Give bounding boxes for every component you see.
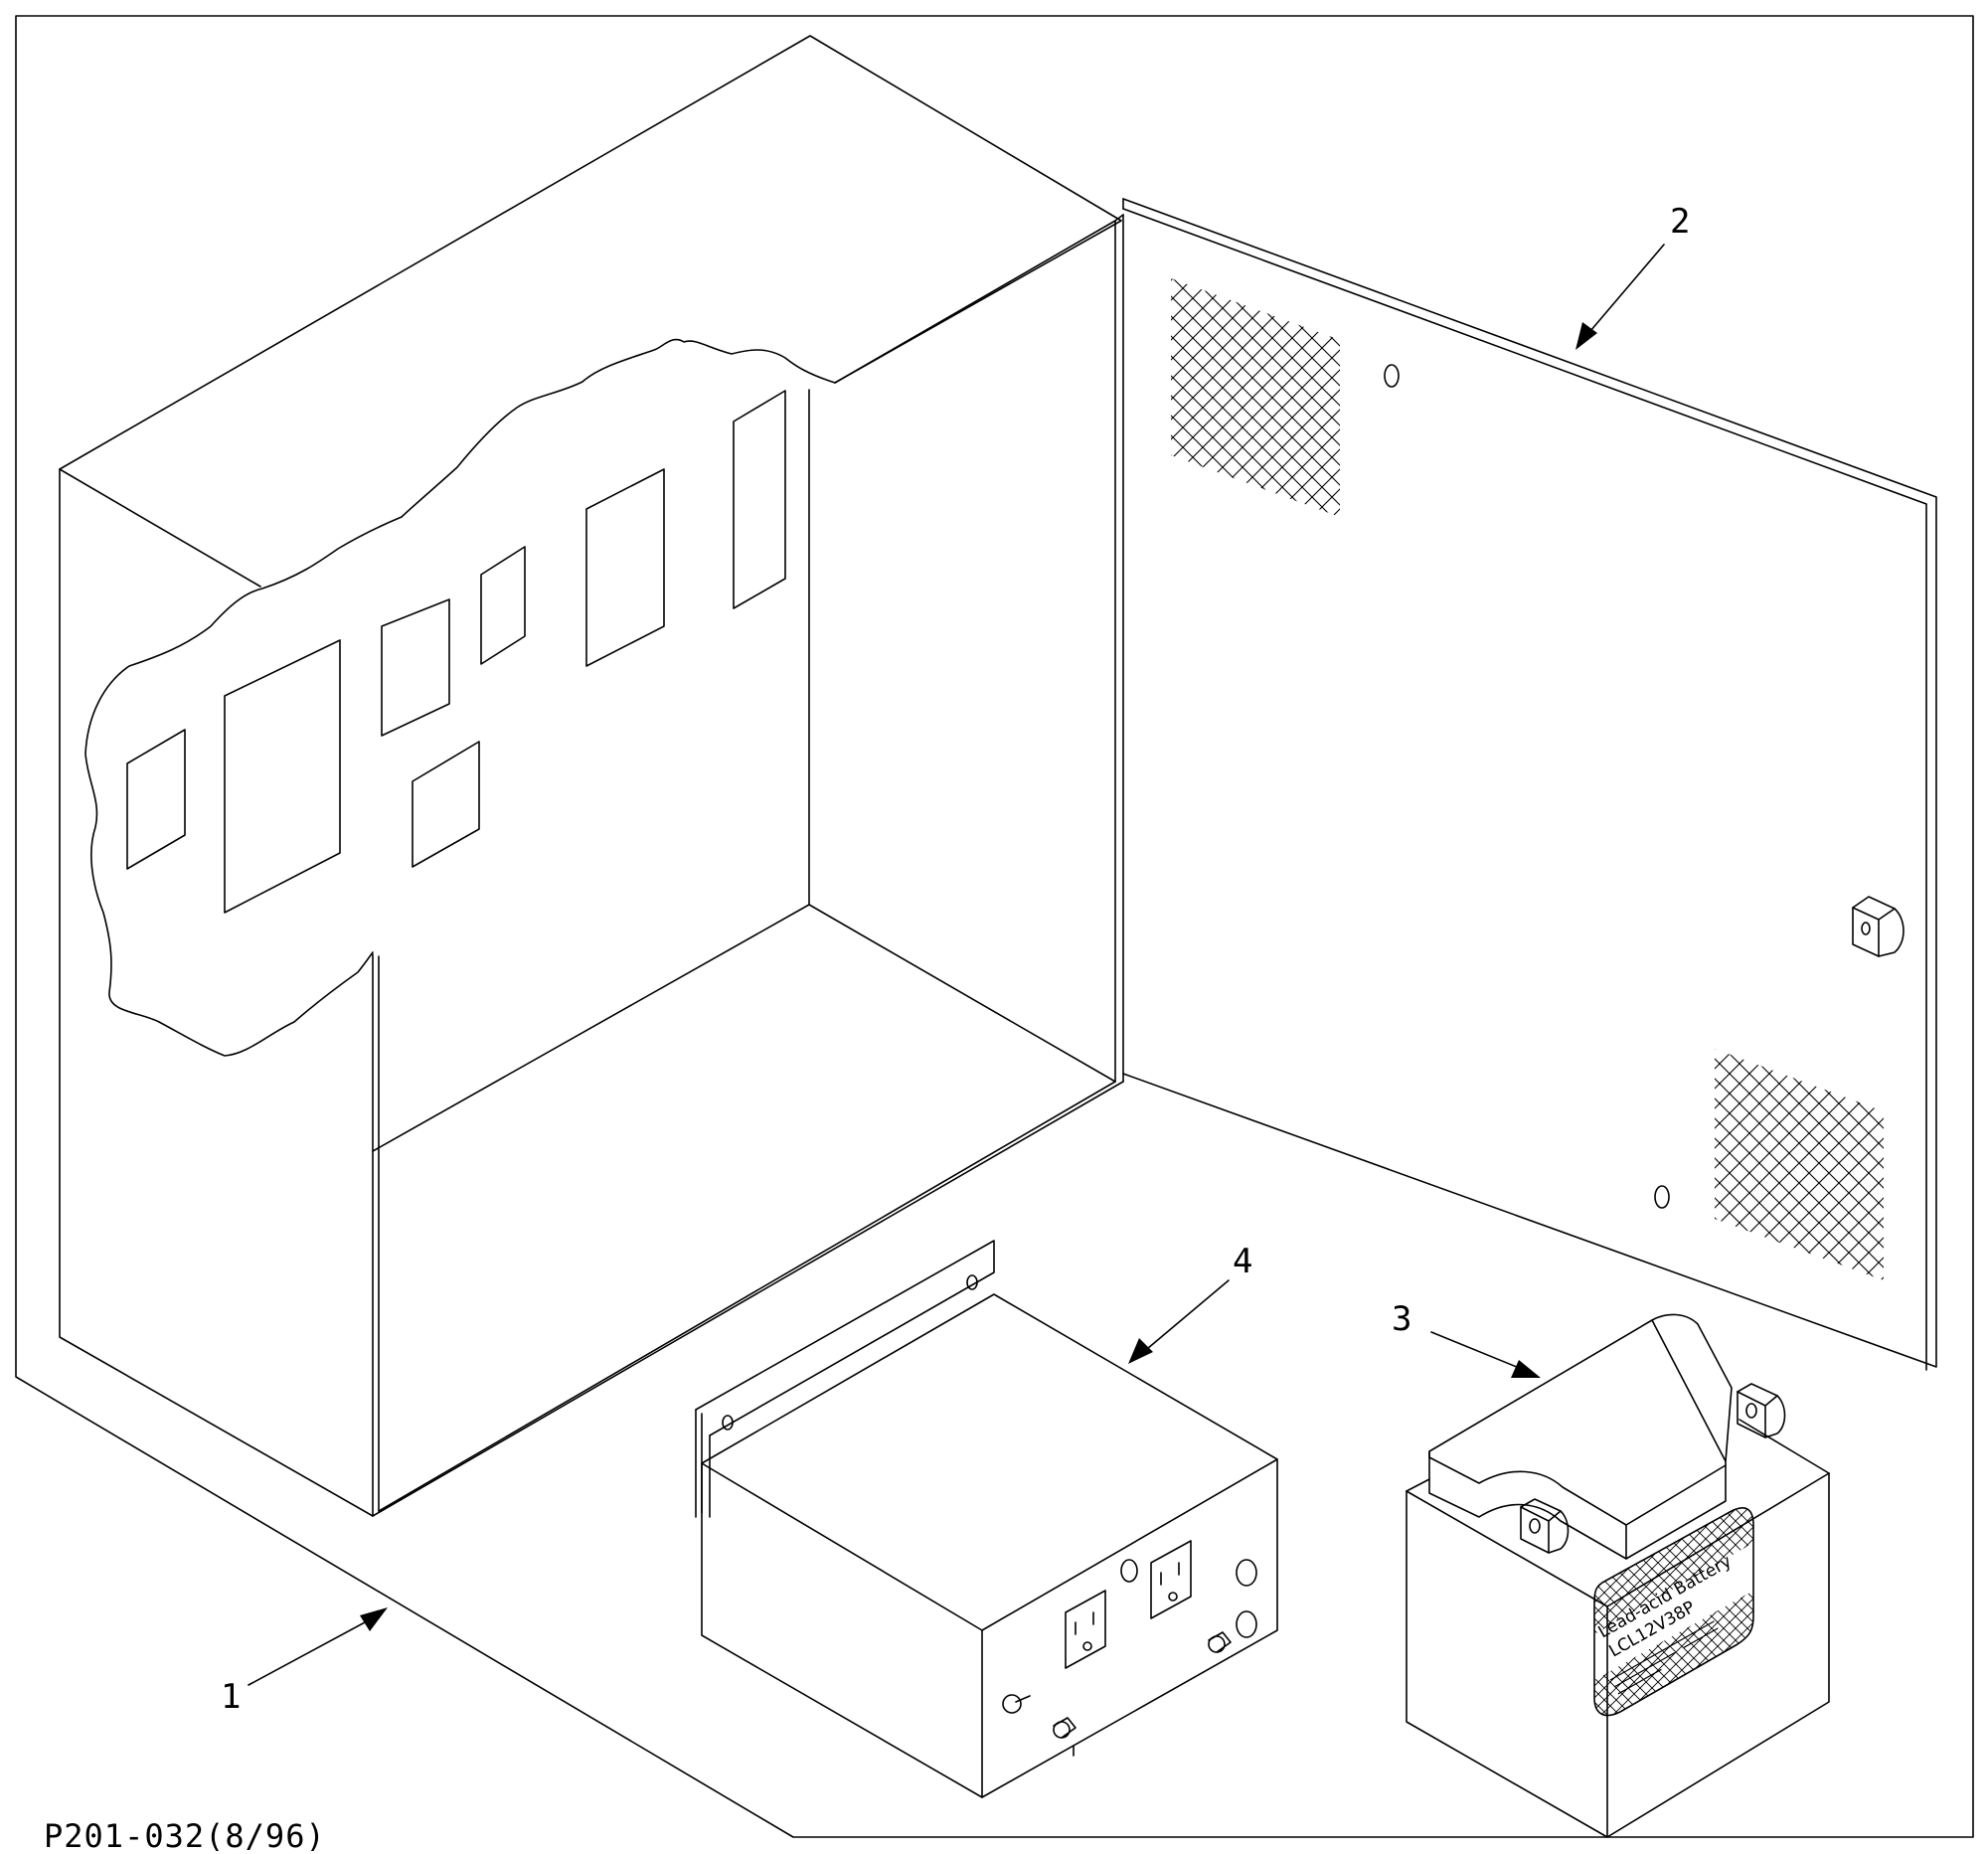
door-mounting-hole bbox=[1384, 364, 1400, 388]
door-vent-upper bbox=[1171, 278, 1340, 517]
callout-number-2: 2 bbox=[1670, 202, 1690, 242]
drawing-border bbox=[15, 15, 1974, 1838]
door-mounting-hole bbox=[1654, 1185, 1670, 1209]
power-supply-unit bbox=[695, 1240, 1278, 1798]
callout-number-4: 4 bbox=[1233, 1242, 1252, 1281]
power-outlet-icon bbox=[1150, 1540, 1192, 1619]
battery-terminal-icon bbox=[1737, 1383, 1786, 1438]
callout-2: 2 bbox=[1575, 202, 1690, 350]
battery-terminal-icon bbox=[1520, 1498, 1570, 1554]
battery-label-plate: Lead-acid Battery LCL12V38P bbox=[1593, 1507, 1754, 1717]
door-latch-icon bbox=[1852, 896, 1905, 957]
callout-number-1: 1 bbox=[221, 1677, 241, 1717]
drawing-number: P201-032(8/96) bbox=[44, 1817, 326, 1854]
callout-4: 4 bbox=[1128, 1242, 1252, 1364]
callout-3: 3 bbox=[1392, 1299, 1541, 1378]
wing-nut-icon bbox=[1053, 1717, 1077, 1757]
enclosure-cabinet bbox=[59, 35, 1124, 1517]
toggle-switch-icon bbox=[1002, 1694, 1031, 1714]
wing-nut-icon bbox=[1208, 1631, 1232, 1653]
panel-knockout bbox=[1120, 1559, 1138, 1583]
panel-knockout bbox=[1236, 1559, 1257, 1587]
door-vent-lower bbox=[1715, 1049, 1884, 1280]
callout-1: 1 bbox=[221, 1607, 388, 1717]
callout-number-3: 3 bbox=[1392, 1299, 1411, 1339]
enclosure-door bbox=[1122, 198, 1937, 1371]
battery: Lead-acid Battery LCL12V38P bbox=[1406, 1313, 1830, 1838]
power-outlet-icon bbox=[1065, 1590, 1106, 1669]
panel-knockout bbox=[1236, 1610, 1257, 1638]
